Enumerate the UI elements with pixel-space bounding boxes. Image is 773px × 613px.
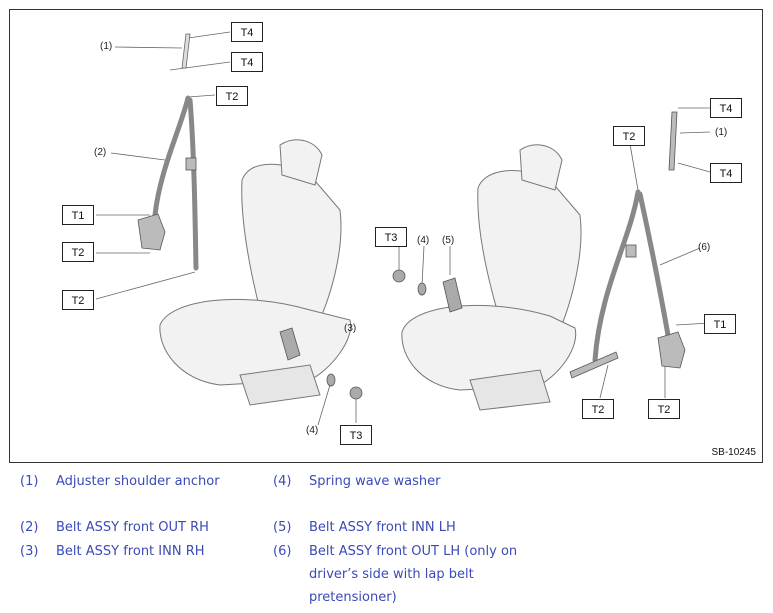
torque-label-t2: T2 — [648, 399, 680, 419]
legend-text: Belt ASSY front OUT RH — [56, 520, 209, 535]
torque-label-t2: T2 — [62, 242, 94, 262]
legend-number: (5) — [273, 520, 292, 535]
torque-label-t3: T3 — [375, 227, 407, 247]
callout-3: (3) — [344, 323, 357, 334]
legend-text: Spring wave washer — [309, 474, 441, 489]
legend-number: (4) — [273, 474, 292, 489]
callout-1: (1) — [100, 41, 113, 52]
legend-text: Belt ASSY front INN LH — [309, 520, 456, 535]
torque-label-t4: T4 — [231, 22, 263, 42]
torque-label-t1: T1 — [704, 314, 736, 334]
torque-label-t4: T4 — [710, 98, 742, 118]
torque-label-t2: T2 — [582, 399, 614, 419]
exploded-diagram: T4 T4 T2 T1 T2 T2 T3 T3 T4 T4 T2 T1 T2 T… — [9, 9, 763, 463]
callout-4: (4) — [306, 425, 319, 436]
diagram-drawing — [95, 31, 711, 426]
torque-label-t4: T4 — [710, 163, 742, 183]
callout-5: (5) — [442, 235, 455, 246]
torque-label-t2: T2 — [216, 86, 248, 106]
callout-1: (1) — [715, 127, 728, 138]
legend-text: Belt ASSY front INN RH — [56, 544, 205, 559]
torque-label-t2: T2 — [62, 290, 94, 310]
torque-label-t4: T4 — [231, 52, 263, 72]
figure-code: SB-10245 — [711, 447, 756, 458]
torque-label-t3: T3 — [340, 425, 372, 445]
torque-label-t1: T1 — [62, 205, 94, 225]
callout-6: (6) — [698, 242, 711, 253]
legend-text: Belt ASSY front OUT LH (only on driver’s… — [309, 544, 518, 605]
legend-number: (3) — [20, 544, 39, 559]
legend-text: Adjuster shoulder anchor — [56, 474, 220, 489]
legend-number: (1) — [20, 474, 39, 489]
legend-number: (2) — [20, 520, 39, 535]
callout-4: (4) — [417, 235, 430, 246]
torque-label-t2: T2 — [613, 126, 645, 146]
legend-number: (6) — [273, 544, 292, 559]
callout-2: (2) — [94, 147, 107, 158]
